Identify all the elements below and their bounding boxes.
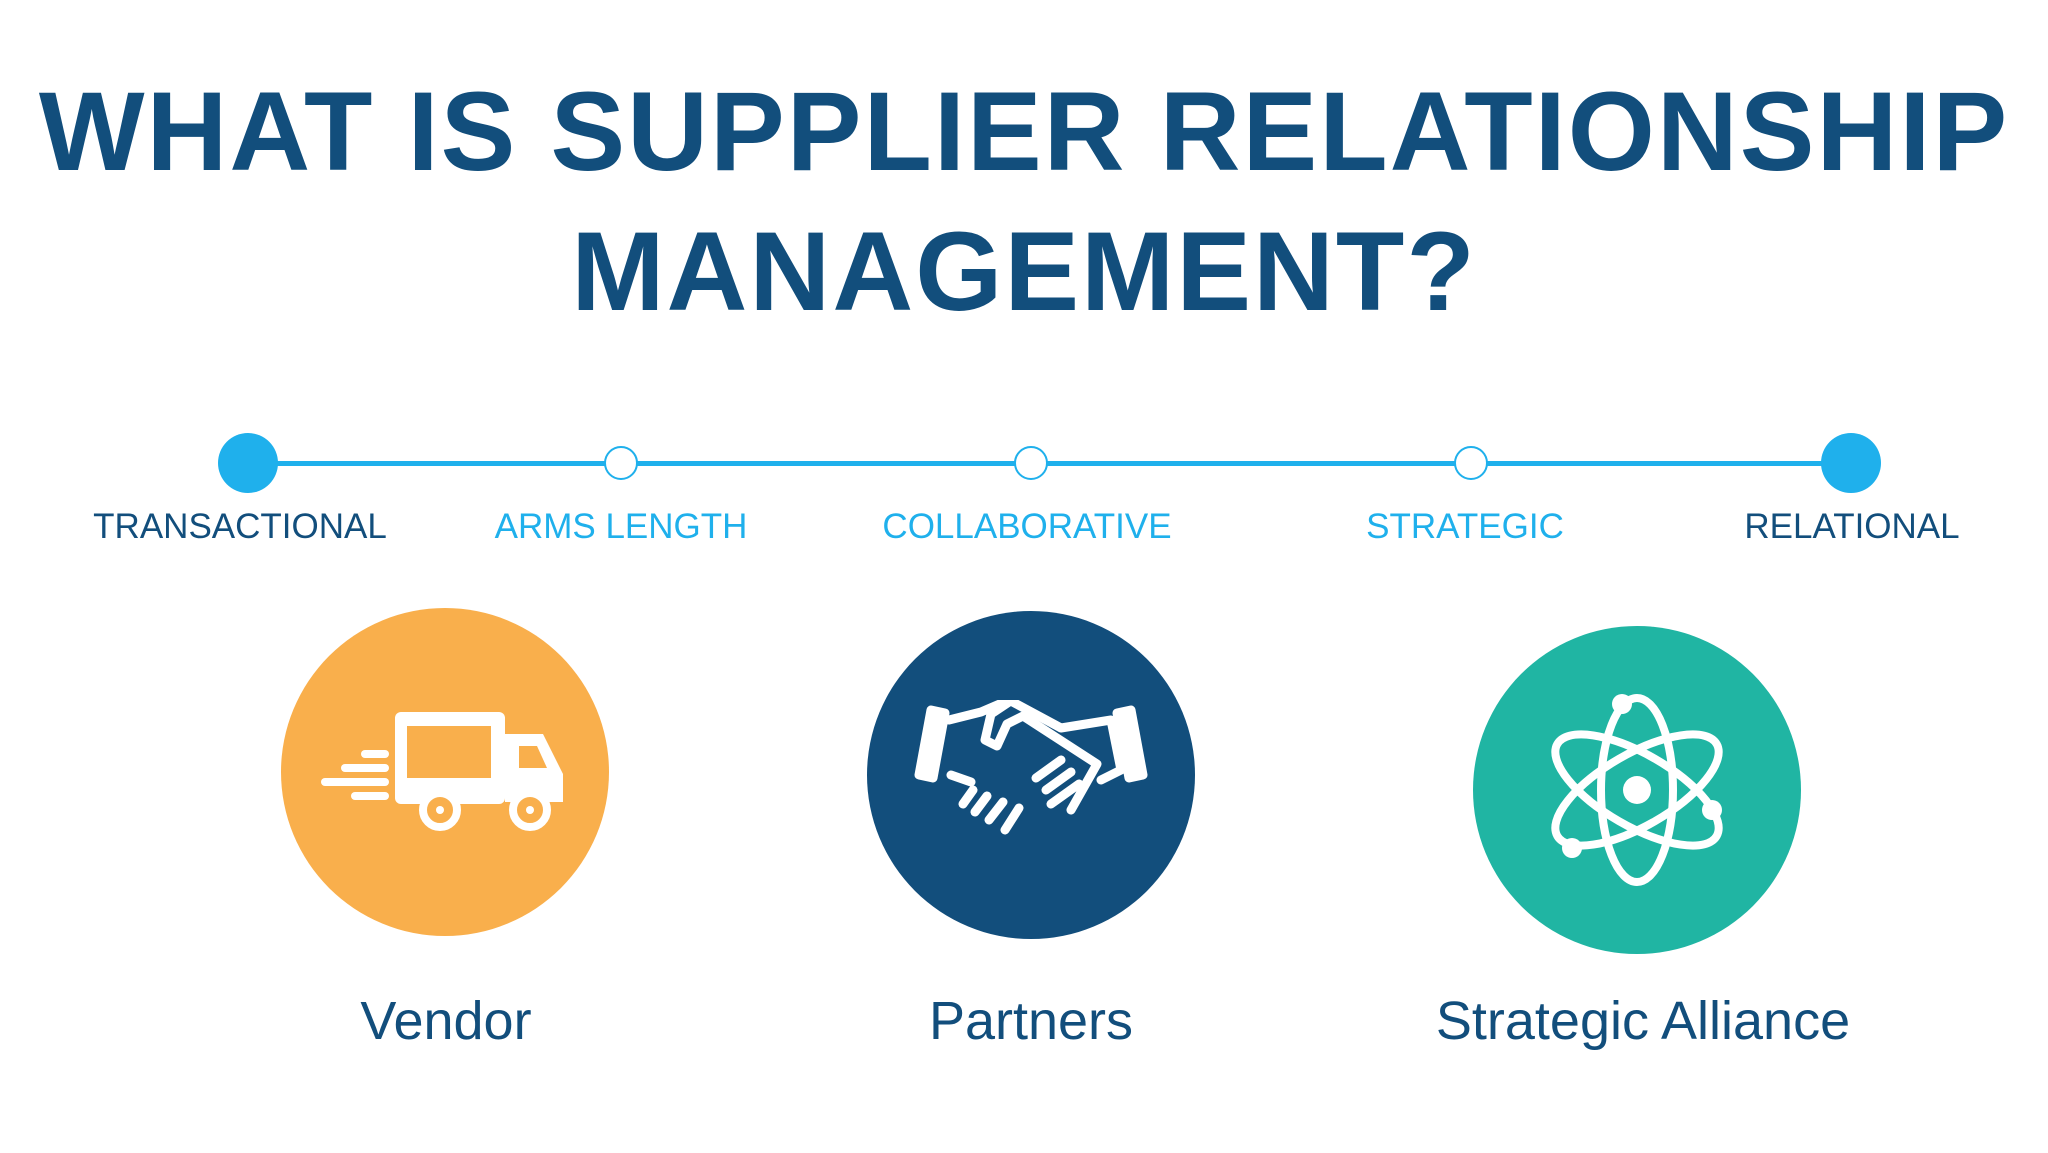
timeline-dot-arms-length [604, 446, 638, 480]
timeline-dot-strategic [1454, 446, 1488, 480]
timeline-label-collaborative: COLLABORATIVE [882, 507, 1172, 546]
caption-strategic-alliance: Strategic Alliance [1435, 991, 1851, 1051]
timeline-label-arms-length: ARMS LENGTH [494, 507, 748, 546]
vendor-circle [281, 608, 609, 936]
strategic-alliance-circle [1473, 626, 1801, 954]
atom-icon [1551, 694, 1723, 886]
timeline-label-relational: RELATIONAL [1744, 507, 1960, 546]
timeline-label-strategic: STRATEGIC [1366, 507, 1564, 546]
caption-vendor: Vendor [360, 991, 532, 1051]
partners-circle [867, 611, 1195, 939]
handshake-icon [914, 700, 1148, 835]
timeline-dot-relational [1821, 433, 1881, 493]
page-title-line-2: MANAGEMENT? [571, 209, 1477, 334]
timeline-dot-transactional [218, 433, 278, 493]
delivery-truck-icon [321, 712, 563, 831]
timeline-dot-collaborative [1014, 446, 1048, 480]
caption-partners: Partners [928, 991, 1134, 1051]
page-title-line-1: WHAT IS SUPPLIER RELATIONSHIP [38, 69, 2010, 194]
timeline-line [248, 461, 1851, 466]
timeline-label-transactional: TRANSACTIONAL [93, 507, 387, 546]
